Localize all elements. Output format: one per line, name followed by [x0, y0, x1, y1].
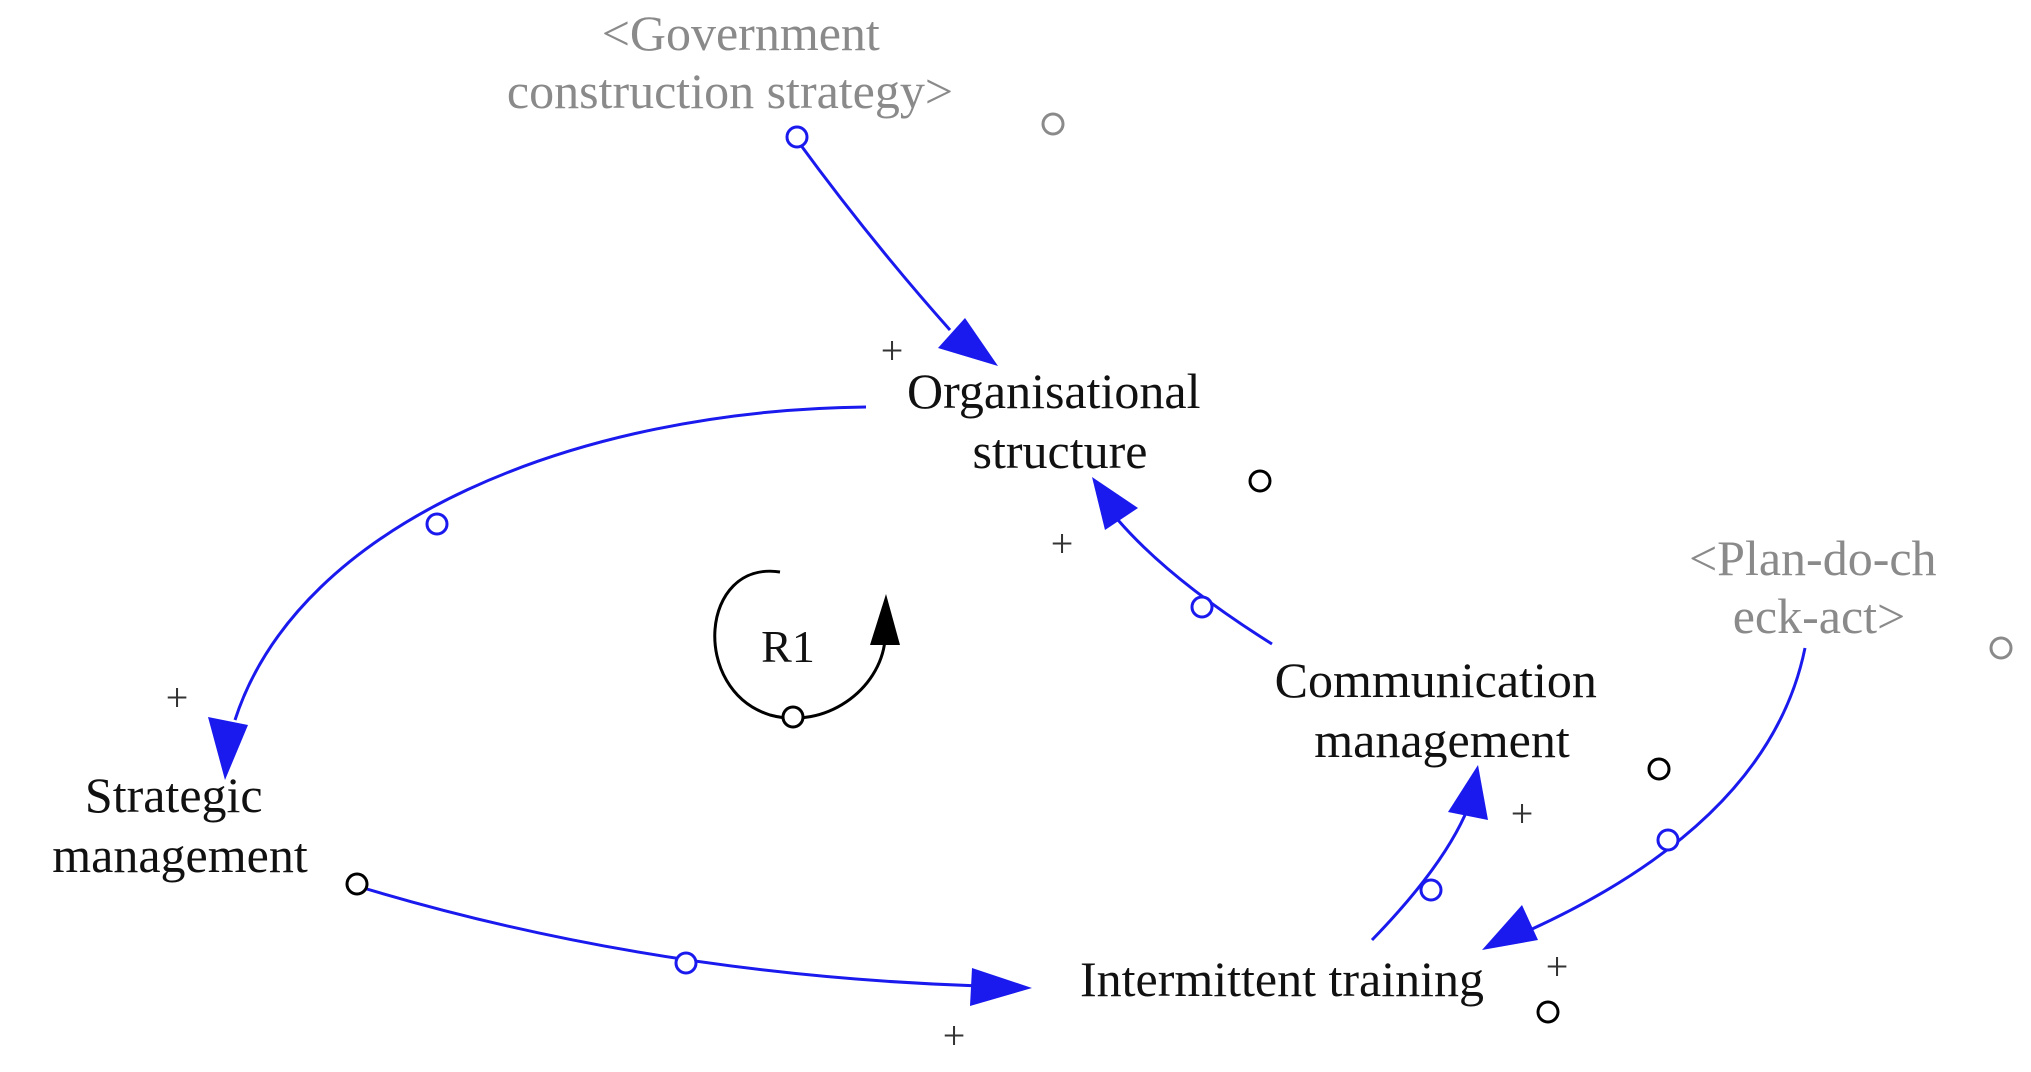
arrowhead-pdca-to-intermittent [1482, 905, 1538, 950]
variable-plan-do-check-act[interactable]: <Plan-do-ch eck-act> [1689, 530, 1949, 644]
link-handle[interactable] [1190, 595, 1214, 619]
label-line: Communication [1275, 652, 1597, 708]
variables: <Government construction strategy> Organ… [52, 5, 1949, 1007]
link-pdca-to-intermittent[interactable] [1529, 647, 1807, 932]
variable-communication-management[interactable]: Communication management [1275, 652, 1610, 768]
loop-label: R1 [761, 621, 815, 672]
variable-handle-pdca[interactable] [1989, 636, 2013, 660]
loop-arc [713, 569, 887, 720]
polarity-strategic-to-intermittent: + [943, 1013, 966, 1058]
link-handle[interactable] [674, 951, 698, 975]
link-handles [425, 125, 1680, 975]
variable-government-construction-strategy[interactable]: <Government construction strategy> [507, 5, 953, 119]
label-line: Strategic [85, 767, 263, 823]
variable-handle-communication[interactable] [1647, 757, 1671, 781]
label-line: Intermittent training [1080, 951, 1484, 1007]
label-line: <Plan-do-ch [1689, 530, 1937, 586]
arrowhead-communication-to-organisational [1092, 477, 1138, 530]
polarity-pdca-to-intermittent: + [1546, 944, 1569, 989]
variable-handle-government[interactable] [1041, 112, 1065, 136]
variable-strategic-management[interactable]: Strategic management [52, 767, 308, 883]
link-handle[interactable] [785, 125, 809, 149]
label-line: management [1314, 712, 1570, 768]
label-line: management [52, 827, 308, 883]
variable-handle-organisational[interactable] [1248, 469, 1272, 493]
link-organisational-to-strategic[interactable] [233, 405, 867, 721]
link-handle[interactable] [425, 512, 449, 536]
link-intermittent-to-communication[interactable] [1370, 814, 1467, 942]
loop-handle[interactable] [781, 705, 805, 729]
arrowhead-strategic-to-intermittent [970, 968, 1032, 1006]
polarity-intermittent-to-communication: + [1511, 791, 1534, 836]
polarity-organisational-to-strategic: + [166, 675, 189, 720]
label-line: construction strategy> [507, 63, 953, 119]
loop-arrowhead [870, 594, 900, 645]
variable-intermittent-training[interactable]: Intermittent training [1080, 951, 1484, 1007]
arrowhead-organisational-to-strategic [208, 717, 248, 780]
label-line: Organisational [907, 363, 1200, 419]
polarity-communication-to-organisational: + [1051, 521, 1074, 566]
link-communication-to-organisational[interactable] [1116, 519, 1273, 646]
arrowhead-intermittent-to-communication [1448, 765, 1488, 820]
variable-organisational-structure[interactable]: Organisational structure [907, 363, 1213, 479]
variable-handle-strategic[interactable] [345, 872, 369, 896]
link-handle[interactable] [1419, 878, 1443, 902]
polarity-government-to-organisational: + [881, 328, 904, 373]
link-handle[interactable] [1656, 828, 1680, 852]
link-strategic-to-intermittent[interactable] [356, 884, 981, 988]
label-line: <Government [602, 5, 880, 61]
label-line: structure [973, 423, 1148, 479]
loop-indicator-r1: R1 [713, 569, 900, 729]
links [208, 139, 1807, 1006]
link-government-to-organisational[interactable] [795, 139, 952, 331]
polarity-signs: + + + + + + [166, 328, 1569, 1058]
variable-handles [345, 112, 2013, 1024]
label-line: eck-act> [1733, 588, 1906, 644]
variable-handle-intermittent[interactable] [1536, 1000, 1560, 1024]
arrowhead-government-to-organisational [938, 318, 998, 366]
